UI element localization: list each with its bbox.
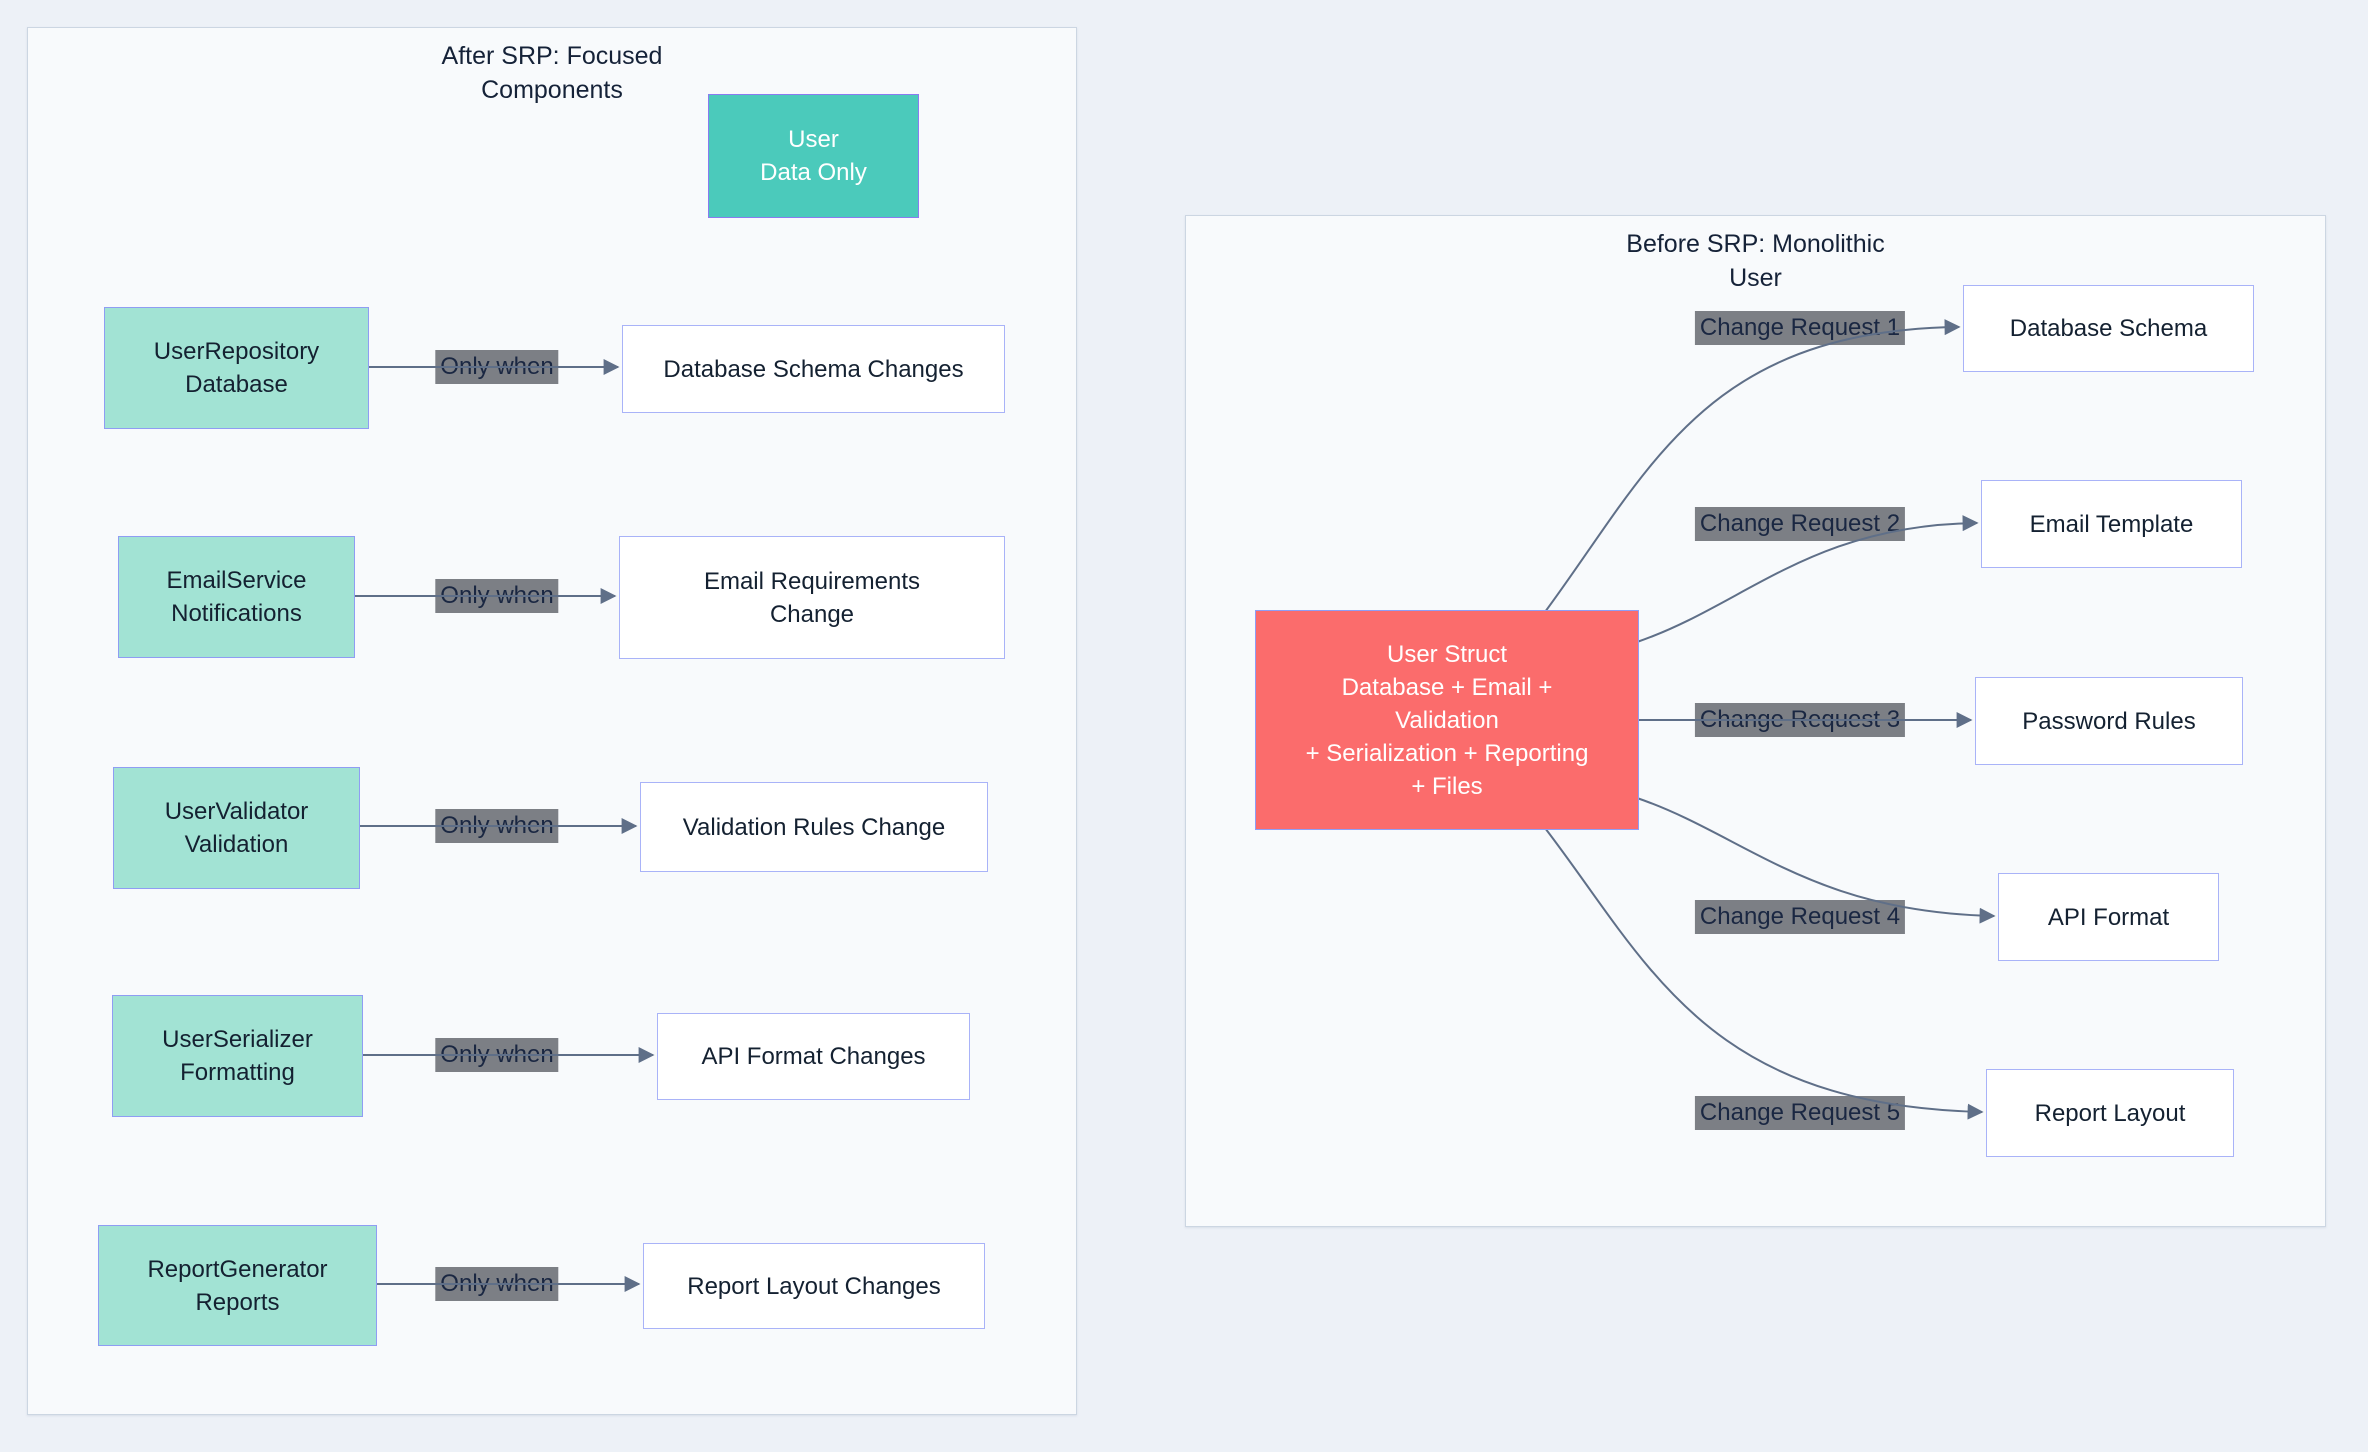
edge-label-change-request-5: Change Request 5 <box>1694 1096 1906 1130</box>
after-srp-panel-title: After SRP: Focused Components <box>441 42 663 104</box>
node-email-template: Email Template <box>1981 480 2242 568</box>
node-emailservice-notifications: EmailService Notifications <box>118 536 355 658</box>
node-user-data-only: User Data Only <box>708 94 919 218</box>
node-validation-rules-change: Validation Rules Change <box>640 782 988 872</box>
edge-label-only-when-3: Only when <box>435 809 559 843</box>
node-api-format-changes: API Format Changes <box>657 1013 970 1100</box>
after-srp-panel: After SRP: Focused Components <box>27 27 1077 1415</box>
edge-label-only-when-5: Only when <box>435 1267 559 1301</box>
edge-label-change-request-1: Change Request 1 <box>1694 311 1906 345</box>
edge-label-only-when-4: Only when <box>435 1038 559 1072</box>
node-report-layout-changes: Report Layout Changes <box>643 1243 985 1329</box>
node-email-requirements-change: Email Requirements Change <box>619 536 1005 659</box>
node-reportgenerator-reports: ReportGenerator Reports <box>98 1225 377 1346</box>
node-database-schema: Database Schema <box>1963 285 2254 372</box>
edge-label-only-when-2: Only when <box>435 579 559 613</box>
edge-label-only-when-1: Only when <box>435 350 559 384</box>
node-database-schema-changes: Database Schema Changes <box>622 325 1005 413</box>
node-user-struct-monolith: User Struct Database + Email + Validatio… <box>1255 610 1639 830</box>
edge-label-change-request-4: Change Request 4 <box>1694 900 1906 934</box>
node-userrepository-database: UserRepository Database <box>104 307 369 429</box>
node-uservalidator-validation: UserValidator Validation <box>113 767 360 889</box>
node-userserializer-formatting: UserSerializer Formatting <box>112 995 363 1117</box>
node-report-layout: Report Layout <box>1986 1069 2234 1157</box>
node-password-rules: Password Rules <box>1975 677 2243 765</box>
edge-label-change-request-2: Change Request 2 <box>1694 507 1906 541</box>
node-api-format: API Format <box>1998 873 2219 961</box>
before-srp-panel-title: Before SRP: Monolithic User <box>1626 230 1885 292</box>
edge-label-change-request-3: Change Request 3 <box>1694 703 1906 737</box>
